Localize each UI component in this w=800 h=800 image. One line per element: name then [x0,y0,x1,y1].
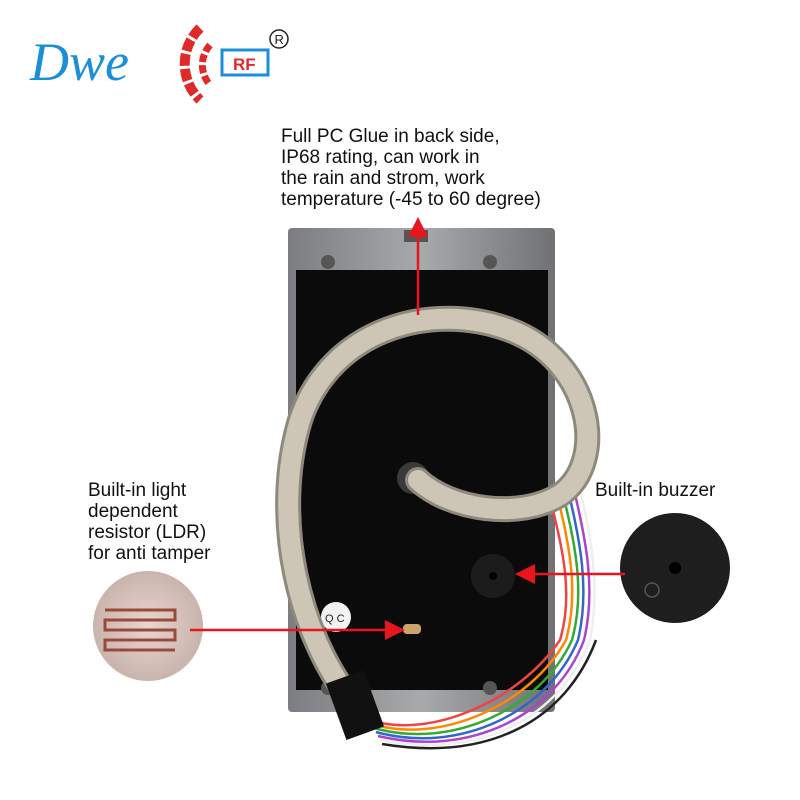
wires [369,489,598,750]
annotation-line: dependent [88,501,178,522]
annotation-line: Built-in buzzer [595,480,716,501]
annotation-line: Full PC Glue in back side, [281,126,500,147]
ldr-closeup [93,571,203,681]
buzzer-closeup [620,513,730,623]
logo: Dwe RF R [29,24,289,104]
logo-rf-badge: RF [233,55,256,74]
annotation-line: the rain and strom, work [281,168,485,189]
svg-text:R: R [275,32,284,47]
annotation-line: temperature (-45 to 60 degree) [281,189,541,210]
annotation-line: resistor (LDR) [88,522,207,543]
annotation-buzzer: Built-in buzzer [595,480,715,501]
annotation-line: for anti tamper [88,543,211,564]
heat-shrink [325,669,385,741]
qc-sticker [321,602,351,632]
ldr-sensor [403,624,421,634]
annotation-glue: Full PC Glue in back side, IP68 rating, … [281,126,541,210]
qc-sticker-text: Q C [325,613,345,625]
annotation-ldr: Built-in light dependent resistor (LDR) … [88,480,211,564]
logo-brand-text: Dwe [29,32,129,92]
annotation-line: IP68 rating, can work in [281,147,480,168]
annotation-line: Built-in light [88,480,187,501]
